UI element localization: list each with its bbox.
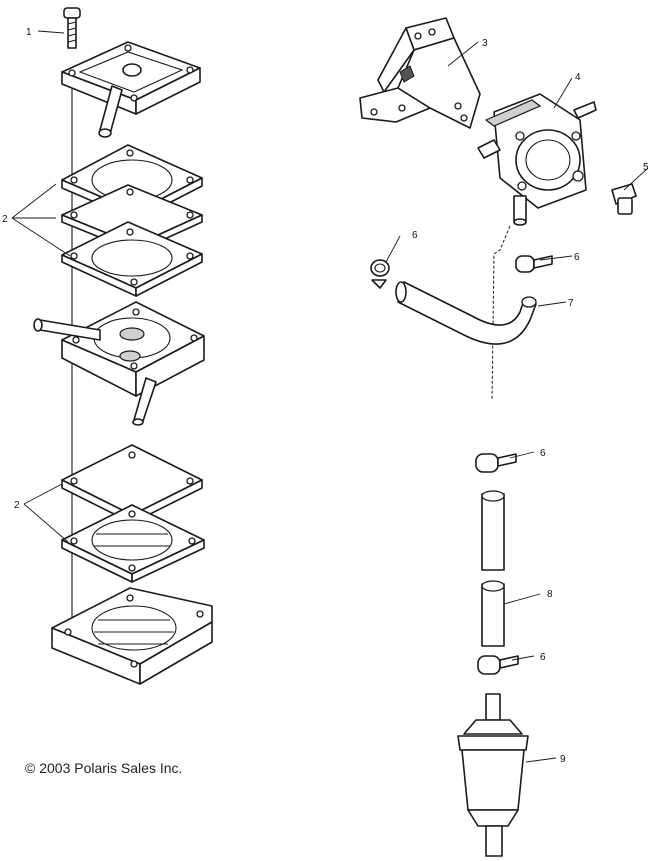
callout-5: 5 bbox=[643, 162, 649, 173]
mounting-bracket bbox=[359, 17, 481, 129]
screw-part bbox=[63, 7, 81, 49]
copyright-notice: © 2003 Polaris Sales Inc. bbox=[25, 760, 183, 776]
pump-base-plate bbox=[51, 587, 213, 685]
callout-7: 7 bbox=[568, 298, 574, 309]
pump-top-cover bbox=[61, 41, 201, 138]
fuel-hose-upper bbox=[481, 490, 505, 571]
leader-lines bbox=[11, 30, 649, 763]
callout-1: 1 bbox=[26, 27, 32, 38]
callout-2-upper: 2 bbox=[2, 214, 8, 225]
callout-6-a: 6 bbox=[412, 230, 418, 241]
fuel-hose-bent bbox=[395, 281, 537, 345]
callout-9: 9 bbox=[560, 754, 566, 765]
gasket-lower-2 bbox=[61, 504, 205, 583]
hose-clamp-c bbox=[475, 453, 517, 473]
callout-6-d: 6 bbox=[540, 652, 546, 663]
fuel-routing-line bbox=[491, 225, 511, 401]
callout-4: 4 bbox=[575, 72, 581, 83]
gasket-middle bbox=[61, 221, 203, 297]
fuel-hose-lower bbox=[481, 580, 505, 647]
hose-clamp-b bbox=[515, 255, 553, 273]
callout-3: 3 bbox=[482, 38, 488, 49]
hose-clamp-d bbox=[477, 655, 519, 675]
hose-clamp-a bbox=[370, 259, 390, 289]
pump-body bbox=[33, 301, 205, 426]
fuel-pump bbox=[477, 93, 597, 226]
fuel-filter bbox=[457, 693, 529, 857]
callout-8: 8 bbox=[547, 589, 553, 600]
callout-2-lower: 2 bbox=[14, 500, 20, 511]
callout-6-c: 6 bbox=[540, 448, 546, 459]
callout-6-b: 6 bbox=[574, 252, 580, 263]
mounting-bolt bbox=[611, 183, 637, 215]
